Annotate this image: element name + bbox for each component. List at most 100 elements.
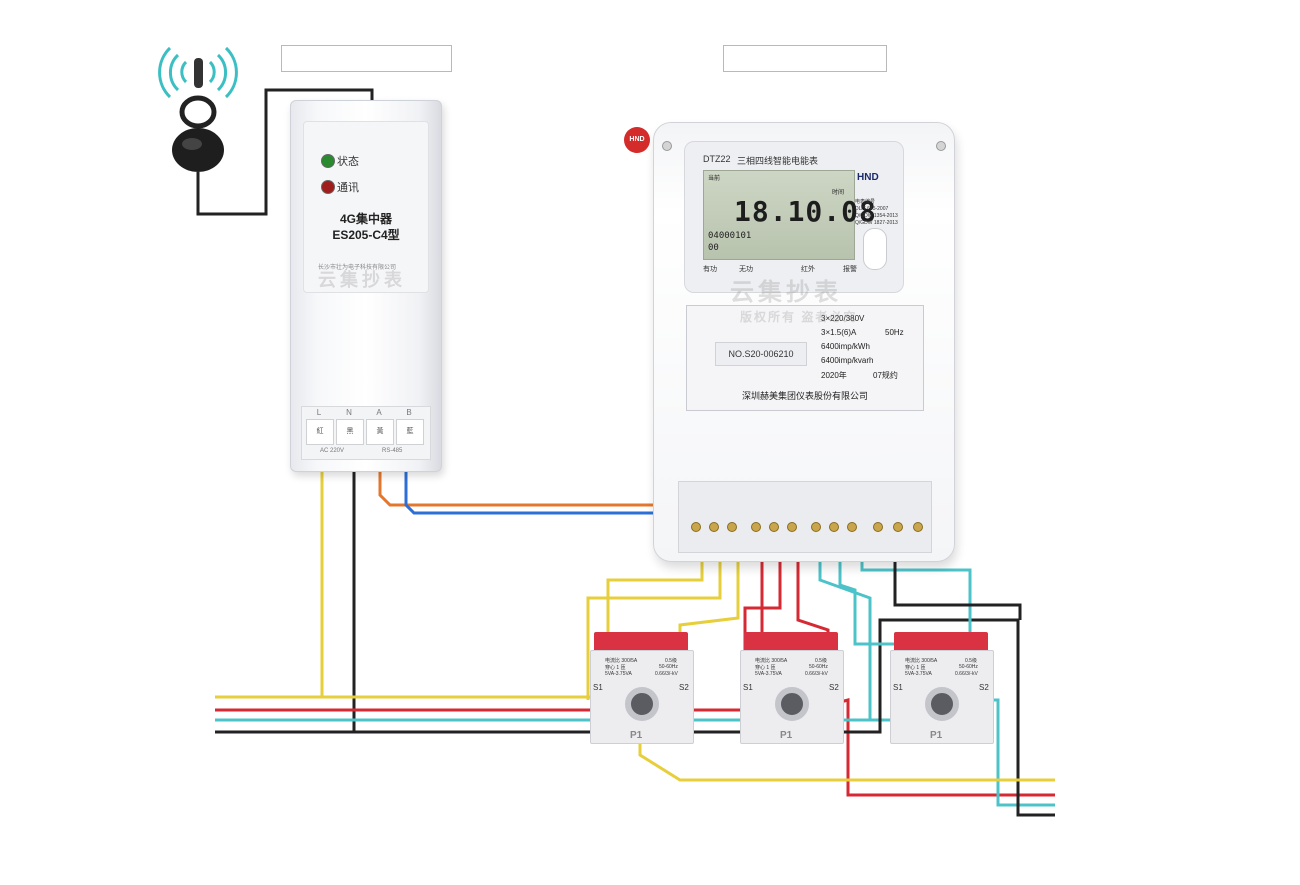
ct-p1: P1	[930, 730, 943, 741]
ct-body: 电流比 300/5A 0.5级 穿心 1 匝 50-60Hz 5VA-3.75V…	[890, 650, 994, 744]
ct-volt: 0.66/3/-kV	[805, 671, 828, 677]
ct-freq: 50-60Hz	[959, 664, 978, 670]
ct-ratio: 电流比 300/5A	[605, 658, 638, 664]
concentrator-terminal-block: L N A B 紅 黑 黃 藍 AC 220V RS-485	[301, 406, 431, 460]
terminal-power-footer: AC 220V	[320, 448, 345, 454]
status-led-icon	[321, 154, 335, 168]
spec-frequency: 50Hz	[885, 328, 904, 337]
terminal-screw	[787, 522, 797, 532]
terminal-l-name: L	[316, 408, 322, 417]
meter-screw-top-right	[936, 141, 946, 151]
current-transformer-c: 电流比 300/5A 0.5级 穿心 1 匝 50-60Hz 5VA-3.75V…	[890, 632, 994, 752]
comm-label: 通讯	[337, 182, 359, 194]
terminal-screw	[873, 522, 883, 532]
comm-led-icon	[321, 180, 335, 194]
concentrator-title: 4G集中器	[339, 212, 392, 226]
ct-hole	[625, 687, 659, 721]
lcd-left-code: 04000101	[708, 231, 752, 241]
lcd-top-right: 时间	[832, 189, 845, 196]
current-transformer-a: 电流比 300/5A 0.5级 穿心 1 匝 50-60Hz 5VA-3.75V…	[590, 632, 694, 752]
side-info-1: 电表编号	[855, 199, 876, 205]
ct-freq: 50-60Hz	[659, 664, 678, 670]
indicator-active: 有功	[703, 266, 717, 273]
meter-brand-logo: HND	[857, 172, 879, 183]
spec-year: 2020年	[821, 371, 847, 380]
ct-turns: 穿心 1 匝	[605, 665, 626, 671]
watermark-concentrator: 云集抄表	[318, 270, 406, 290]
ct-class: 0.5级	[665, 658, 677, 664]
current-transformer-b: 电流比 300/5A 0.5级 穿心 1 匝 50-60Hz 5VA-3.75V…	[740, 632, 844, 752]
meter-terminal-block	[678, 481, 932, 553]
meter-lcd: 当前 时间 18.10.08 04000101 00	[703, 170, 876, 260]
terminal-screw	[727, 522, 737, 532]
watermark-rights: 版权所有 盗者必究	[740, 310, 858, 324]
ct-turns: 穿心 1 匝	[755, 665, 776, 671]
terminal-screw	[893, 522, 903, 532]
indicator-alarm: 报警	[843, 266, 857, 273]
ct-s2: S2	[979, 683, 989, 692]
terminal-screw	[829, 522, 839, 532]
meter-display-panel: DTZ22 三相四线智能电能表 HND 当前 时间 18.10.08 04000…	[684, 141, 904, 293]
ct-freq: 50-60Hz	[809, 664, 828, 670]
terminal-b: 藍	[396, 419, 424, 445]
smart-meter: HND DTZ22 三相四线智能电能表 HND 当前 时间 18.10.08 0…	[624, 122, 955, 562]
meter-model-desc: 三相四线智能电能表	[737, 156, 819, 166]
terminal-n: 黑	[336, 419, 364, 445]
spec-kwh: 6400imp/kWh	[821, 342, 870, 351]
antenna-icon	[172, 58, 224, 172]
terminal-a-name: A	[376, 408, 382, 417]
terminal-screw	[691, 522, 701, 532]
ct-body: 电流比 300/5A 0.5级 穿心 1 匝 50-60Hz 5VA-3.75V…	[740, 650, 844, 744]
side-info-4: Q/GDW 1827-2013	[855, 220, 898, 226]
ct-s1: S1	[893, 683, 903, 692]
ct-top	[744, 632, 838, 652]
meter-company: 深圳赫美集团仪表股份有限公司	[741, 391, 868, 401]
indicator-infrared: 红外	[801, 266, 815, 273]
ct-turns: 穿心 1 匝	[905, 665, 926, 671]
ct-class: 0.5级	[965, 658, 977, 664]
indicator-reactive: 无功	[739, 266, 753, 273]
terminal-l: 紅	[306, 419, 334, 445]
terminal-screw	[811, 522, 821, 532]
ct-va: 5VA-3.75VA	[905, 671, 932, 677]
spec-current: 3×1.5(6)A	[821, 328, 857, 337]
terminal-screw	[709, 522, 719, 532]
concentrator-model: ES205-C4型	[332, 228, 400, 242]
ct-top	[594, 632, 688, 652]
terminal-a: 黃	[366, 419, 394, 445]
ct-s2: S2	[679, 683, 689, 692]
serial-number: NO.S20-006210	[715, 342, 807, 366]
ct-class: 0.5级	[815, 658, 827, 664]
ct-body: 电流比 300/5A 0.5级 穿心 1 匝 50-60Hz 5VA-3.75V…	[590, 650, 694, 744]
ct-hole	[775, 687, 809, 721]
meter-nameplate: NO.S20-006210 3×220/380V 3×1.5(6)A 6400i…	[686, 305, 924, 411]
ct-p1: P1	[780, 730, 793, 741]
ct-s1: S1	[593, 683, 603, 692]
ct-volt: 0.66/3/-kV	[955, 671, 978, 677]
ct-volt: 0.66/3/-kV	[655, 671, 678, 677]
wifi-signal-icon	[158, 46, 238, 99]
concentrator-label-box	[281, 45, 452, 72]
ct-top	[894, 632, 988, 652]
ct-ratio: 电流比 300/5A	[755, 658, 788, 664]
concentrator-panel: 状态 通讯 4G集中器 ES205-C4型 长沙市壮为电子科技有限公司	[303, 121, 429, 293]
spec-protocol: 07规约	[873, 371, 898, 380]
ct-va: 5VA-3.75VA	[605, 671, 632, 677]
terminal-n-name: N	[346, 408, 352, 417]
terminal-485-footer: RS-485	[382, 448, 403, 454]
status-label: 状态	[337, 156, 359, 168]
concentrator-maker: 长沙市壮为电子科技有限公司	[318, 265, 397, 271]
ct-p1: P1	[630, 730, 643, 741]
ct-ratio: 电流比 300/5A	[905, 658, 938, 664]
terminal-screw	[847, 522, 857, 532]
meter-label-box	[723, 45, 887, 72]
meter-button[interactable]	[863, 228, 887, 270]
side-info-3: Q/GDW 1354-2013	[855, 213, 898, 219]
terminal-b-name: B	[406, 408, 412, 417]
terminal-screw	[751, 522, 761, 532]
ct-s2: S2	[829, 683, 839, 692]
ct-s1: S1	[743, 683, 753, 692]
meter-seal-badge: HND	[624, 127, 650, 153]
side-info-2: DL/T 645-2007	[855, 206, 889, 212]
